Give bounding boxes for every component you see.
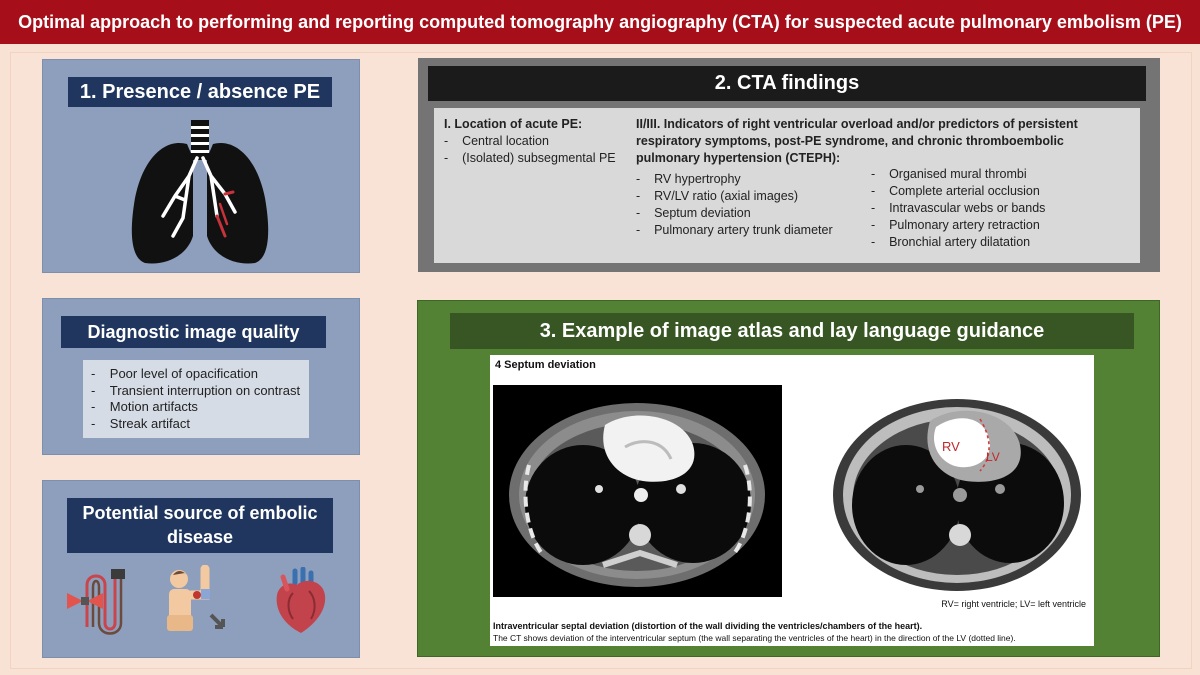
heart-icon — [276, 567, 326, 633]
presence-heading: 1. Presence / absence PE — [68, 77, 332, 107]
source-panel: Potential source of embolic disease — [42, 480, 360, 658]
lv-label: LV — [986, 450, 1000, 464]
list-item: Organised mural thrombi — [871, 166, 1111, 183]
indicators-title: II/III. Indicators of right ventricular … — [636, 117, 1078, 165]
page-title: Optimal approach to performing and repor… — [0, 0, 1200, 44]
cta-heading: 2. CTA findings — [428, 66, 1146, 101]
caption-text: The CT shows deviation of the interventr… — [493, 633, 1016, 643]
source-heading: Potential source of embolic disease — [67, 498, 333, 553]
arm-injury-icon — [167, 565, 225, 631]
list-item: Pulmonary artery trunk diameter — [636, 222, 861, 239]
list-item: Complete arterial occlusion — [871, 183, 1111, 200]
list-item: Streak artifact — [91, 416, 309, 433]
atlas-figure-title: 4 Septum deviation — [495, 359, 596, 371]
atlas-heading: 3. Example of image atlas and lay langua… — [450, 313, 1134, 349]
list-item: Central location — [444, 133, 634, 150]
ct-scan-image — [493, 385, 782, 597]
cta-panel: 2. CTA findings I. Location of acute PE:… — [418, 58, 1160, 272]
list-item: (Isolated) subsegmental PE — [444, 150, 634, 167]
quality-panel: Diagnostic image quality Poor level of o… — [42, 298, 360, 455]
caption-heading: Intraventricular septal deviation (disto… — [493, 621, 923, 631]
list-item: Intravascular webs or bands — [871, 200, 1111, 217]
presence-panel: 1. Presence / absence PE — [42, 59, 360, 273]
list-item: Bronchial artery dilatation — [871, 234, 1111, 251]
quality-list: Poor level of opacification Transient in… — [91, 366, 309, 432]
rv-label: RV — [942, 439, 960, 454]
atlas-figure: 4 Septum deviation — [490, 355, 1094, 646]
indicators-list-left: RV hypertrophy RV/LV ratio (axial images… — [636, 171, 861, 239]
list-item: RV/LV ratio (axial images) — [636, 188, 861, 205]
location-list: Central location (Isolated) subsegmental… — [444, 133, 634, 167]
list-item: Transient interruption on contrast — [91, 383, 309, 400]
list-item: Septum deviation — [636, 205, 861, 222]
list-item: Motion artifacts — [91, 399, 309, 416]
list-item: Poor level of opacification — [91, 366, 309, 383]
ct-scan-diagram: RV LV — [830, 385, 1084, 597]
list-item: RV hypertrophy — [636, 171, 861, 188]
lungs-icon — [131, 120, 269, 264]
catheter-icon — [67, 569, 125, 635]
abbreviation-note: RV= right ventricle; LV= left ventricle — [941, 599, 1086, 609]
cta-body: I. Location of acute PE: Central locatio… — [434, 108, 1140, 263]
quality-list-box: Poor level of opacification Transient in… — [83, 360, 309, 438]
list-item: Pulmonary artery retraction — [871, 217, 1111, 234]
indicators-list-right: Organised mural thrombi Complete arteria… — [871, 166, 1111, 251]
quality-heading: Diagnostic image quality — [61, 316, 326, 348]
atlas-panel: 3. Example of image atlas and lay langua… — [417, 300, 1160, 657]
location-title: I. Location of acute PE: — [444, 117, 583, 131]
location-block: I. Location of acute PE: Central locatio… — [444, 116, 634, 167]
